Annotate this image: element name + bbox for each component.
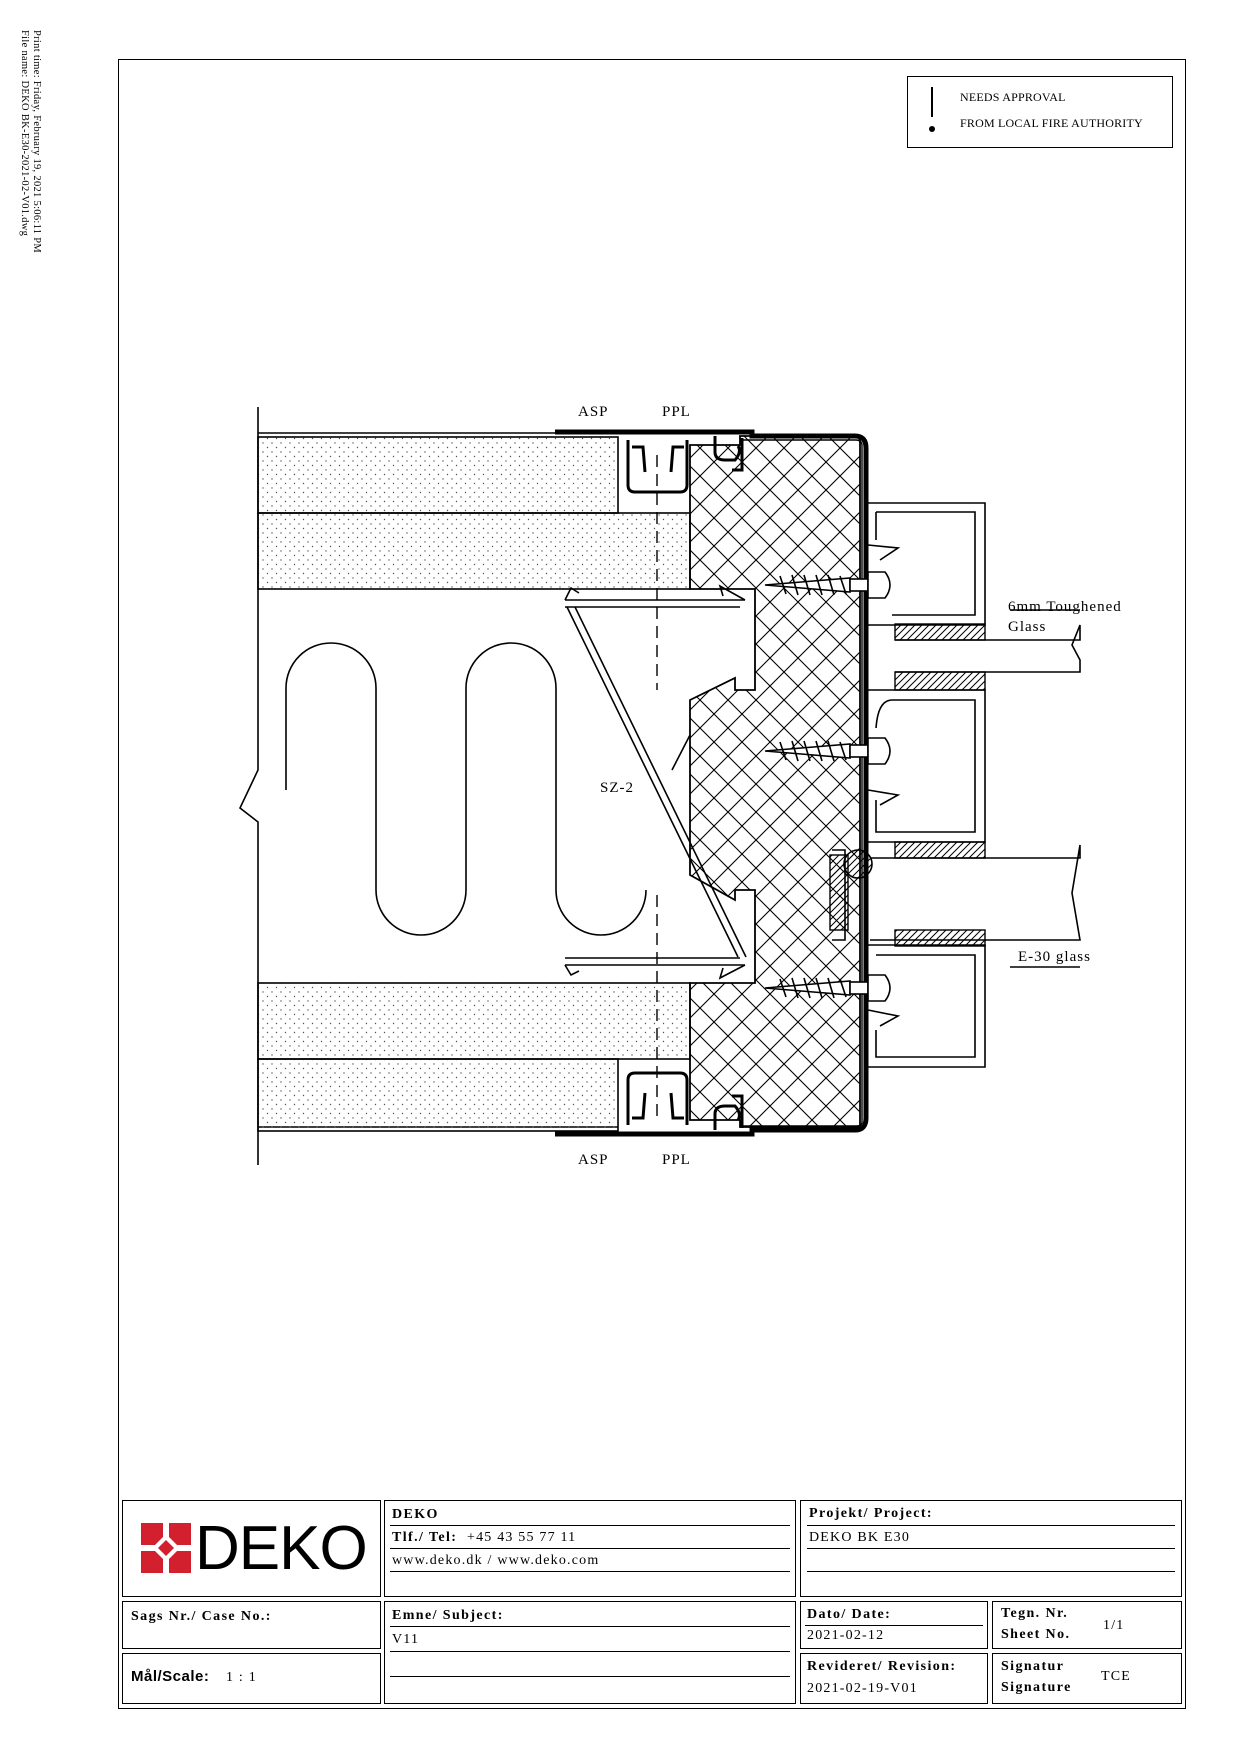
glazing-bead <box>832 849 846 941</box>
date-cell: Dato/ Date: 2021-02-12 <box>800 1601 988 1649</box>
exclamation-dot <box>928 126 935 132</box>
section-drawing <box>239 407 1081 1165</box>
signature-value: TCE <box>1101 1669 1132 1684</box>
scale-cell: Mål/Scale: 1 : 1 <box>122 1653 381 1704</box>
company-name: DEKO <box>392 1507 439 1522</box>
revision-label: Revideret/ Revision: <box>807 1659 957 1674</box>
steel-casing-inner <box>740 439 863 1127</box>
project-value: DEKO BK E30 <box>809 1530 911 1545</box>
label-ppl-top: PPL <box>662 404 691 420</box>
revision-value: 2021-02-19-V01 <box>807 1681 918 1696</box>
label-toughened-glass-2: Glass <box>1008 619 1047 635</box>
signature-label-2: Signature <box>1001 1680 1072 1695</box>
intumescent-seal <box>843 849 873 879</box>
scale-value: 1 : 1 <box>226 1670 257 1685</box>
title-block: DEKO DEKO Tlf./ Tel: +45 43 55 77 11 www… <box>118 1490 1186 1709</box>
signature-cell: Signatur Signature TCE <box>992 1653 1182 1704</box>
approval-notice: NEEDS APPROVAL FROM LOCAL FIRE AUTHORITY <box>907 76 1173 148</box>
glass-panes <box>870 609 1081 968</box>
subject-label: Emne/ Subject: <box>392 1608 504 1623</box>
company-cell: DEKO Tlf./ Tel: +45 43 55 77 11 www.deko… <box>384 1500 796 1597</box>
tel-label: Tlf./ Tel: <box>392 1530 458 1545</box>
steel-casing <box>555 429 869 1137</box>
revision-cell: Revideret/ Revision: 2021-02-19-V01 <box>800 1653 988 1704</box>
label-asp-top: ASP <box>578 404 609 420</box>
project-label: Projekt/ Project: <box>809 1506 933 1521</box>
tel-value: +45 43 55 77 11 <box>467 1530 577 1545</box>
insulation-boards <box>257 436 691 1132</box>
date-label: Dato/ Date: <box>807 1607 892 1622</box>
label-asp-bottom: ASP <box>578 1152 609 1168</box>
gasket-bottom <box>626 1071 744 1130</box>
logo-cell: DEKO <box>122 1500 381 1597</box>
notice-line-2: FROM LOCAL FIRE AUTHORITY <box>960 116 1143 130</box>
sheet-cell: Tegn. Nr. Sheet No. 1/1 <box>992 1601 1182 1649</box>
gasket-top <box>626 436 744 494</box>
corrugated-core <box>285 642 647 936</box>
label-e30-glass: E-30 glass <box>1018 949 1091 965</box>
sheet-label-1: Tegn. Nr. <box>1001 1606 1069 1621</box>
subject-value: V11 <box>392 1632 420 1647</box>
label-sz2: SZ-2 <box>600 780 634 796</box>
exclamation-icon <box>931 87 933 117</box>
deko-logo-icon <box>141 1523 191 1573</box>
subject-cell: Emne/ Subject: V11 <box>384 1601 796 1704</box>
project-cell: Projekt/ Project: DEKO BK E30 <box>800 1500 1182 1597</box>
company-website: www.deko.dk / www.deko.com <box>392 1553 600 1568</box>
scale-label: Mål/Scale: <box>131 1668 210 1685</box>
timber-frame <box>689 435 861 1128</box>
case-label: Sags Nr./ Case No.: <box>131 1609 272 1624</box>
sheet-value: 1/1 <box>1103 1618 1125 1633</box>
signature-label-1: Signatur <box>1001 1659 1065 1674</box>
sheet-label-2: Sheet No. <box>1001 1627 1071 1642</box>
screws <box>764 571 891 1002</box>
label-toughened-glass: 6mm Toughened <box>1008 599 1122 615</box>
date-value: 2021-02-12 <box>807 1628 885 1643</box>
setting-blocks <box>829 623 986 947</box>
label-ppl-bottom: PPL <box>662 1152 691 1168</box>
drawing-frame <box>118 59 1186 1709</box>
logo-text: DEKO <box>195 1514 368 1583</box>
case-cell: Sags Nr./ Case No.: <box>122 1601 381 1649</box>
notice-line-1: NEEDS APPROVAL <box>960 90 1066 104</box>
